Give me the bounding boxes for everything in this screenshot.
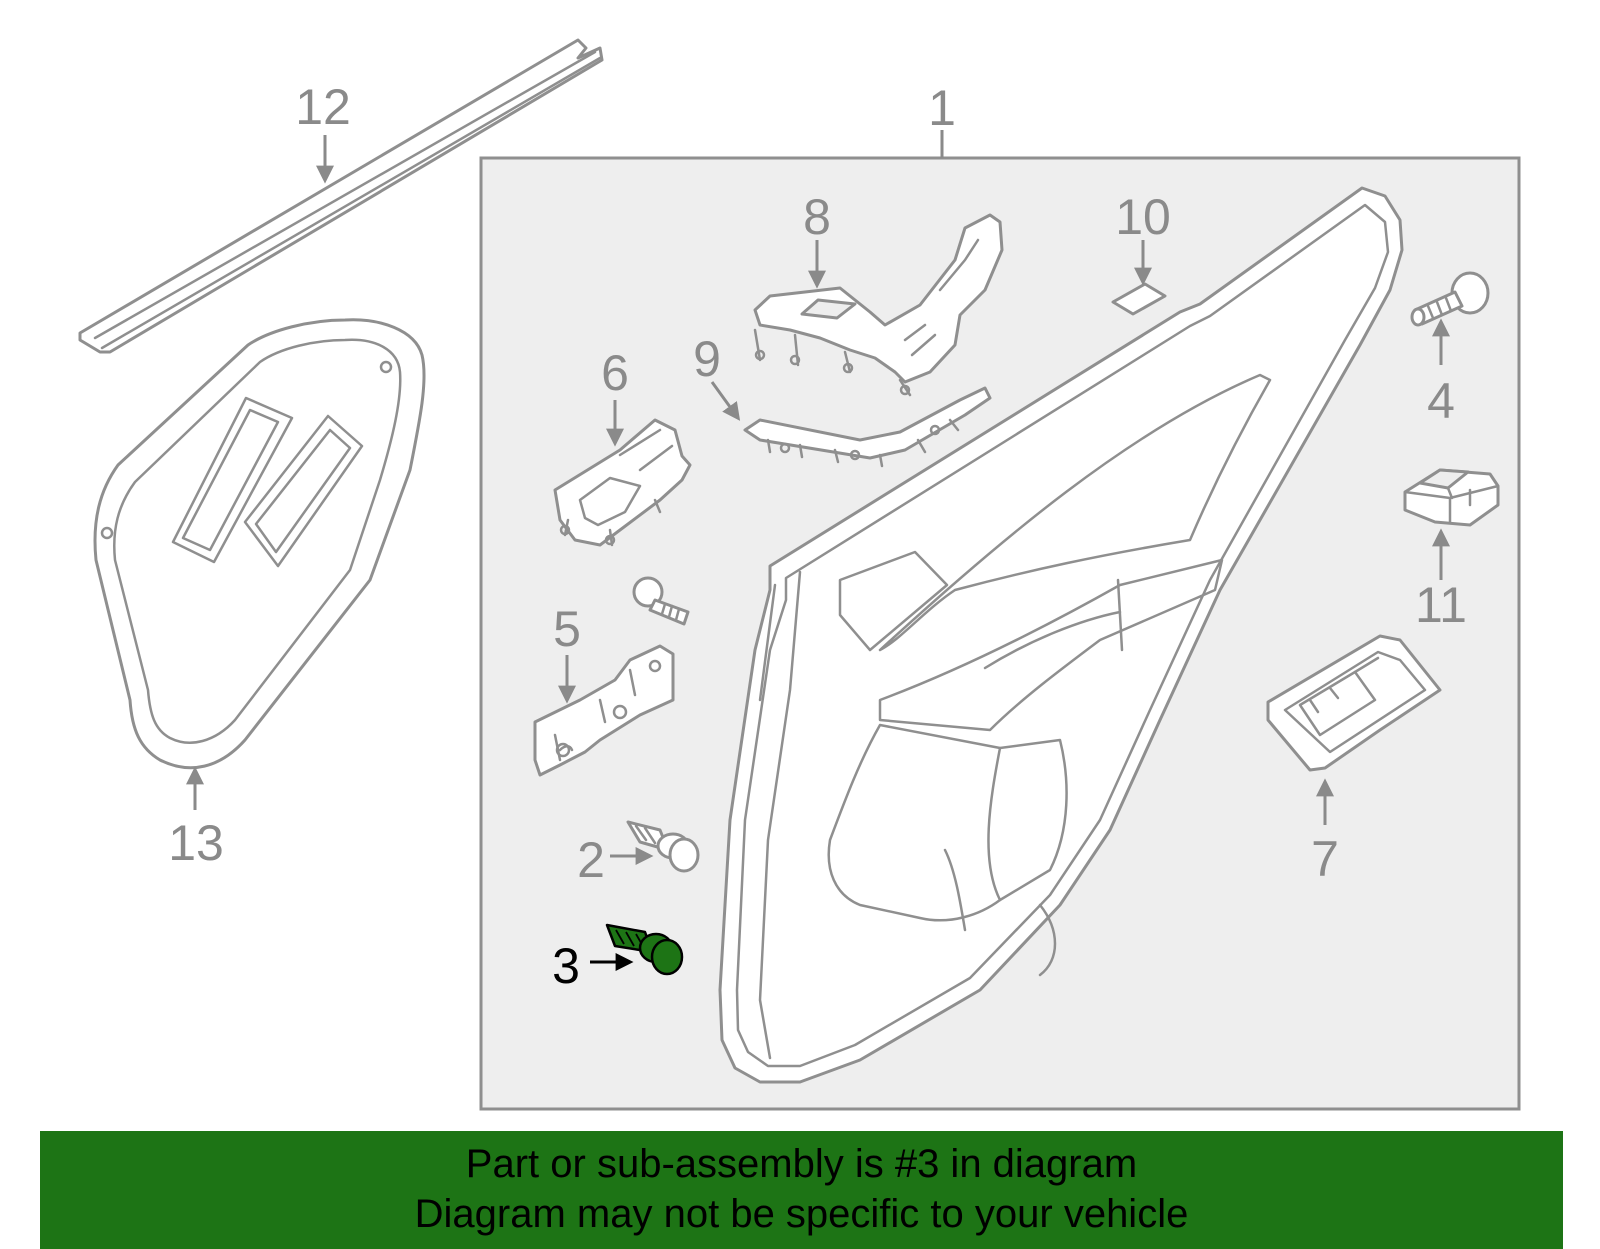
callout-12: 12	[295, 79, 351, 135]
banner-line-1: Part or sub-assembly is #3 in diagram	[465, 1142, 1138, 1186]
info-banner: Part or sub-assembly is #3 in diagram Di…	[40, 1131, 1563, 1249]
callout-2: 2	[577, 832, 605, 888]
part-10-pad[interactable]	[1111, 282, 1167, 316]
leader-lines	[186, 130, 1450, 971]
callout-1: 1	[928, 80, 956, 136]
part-2-clip[interactable]	[626, 820, 700, 873]
callout-5: 5	[553, 601, 581, 657]
callout-10: 10	[1115, 189, 1171, 245]
banner-line-2: Diagram may not be specific to your vehi…	[414, 1192, 1189, 1236]
callout-11: 11	[1415, 577, 1467, 633]
callout-9: 9	[693, 331, 721, 387]
callout-8: 8	[803, 189, 831, 245]
part-13-water-shield[interactable]	[93, 318, 426, 770]
part-6-inner-handle[interactable]	[553, 418, 692, 547]
callout-labels: 1 2 3 4 5 6 7 8 9 10 11 12 13	[168, 79, 1467, 994]
part-8-handle-bezel[interactable]	[753, 213, 1004, 397]
part-1-door-trim-panel[interactable]	[718, 186, 1404, 1084]
callout-6: 6	[601, 345, 629, 401]
part-7-switch-bezel[interactable]	[1266, 634, 1442, 772]
part-12-belt-molding[interactable]	[78, 38, 604, 354]
part-5-bracket[interactable]	[533, 644, 675, 777]
part-9-molding-strip[interactable]	[743, 386, 992, 468]
part-3-clip-highlighted[interactable]	[605, 923, 684, 976]
screw[interactable]	[632, 576, 690, 626]
callout-13: 13	[168, 815, 224, 871]
callout-7: 7	[1311, 831, 1339, 887]
callout-3[interactable]: 3	[552, 938, 580, 994]
part-4-bolt[interactable]	[1410, 271, 1490, 327]
callout-4: 4	[1427, 373, 1455, 429]
part-11-switch[interactable]	[1403, 468, 1500, 527]
